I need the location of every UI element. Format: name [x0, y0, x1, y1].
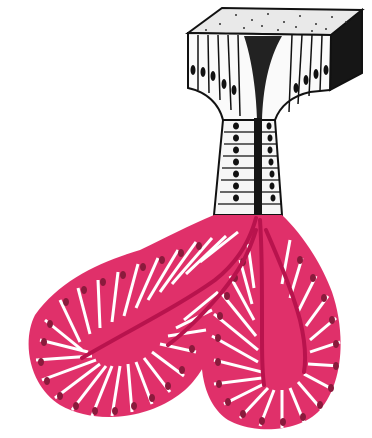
- duct-lumen: [254, 118, 262, 216]
- secretory-portion: [29, 215, 341, 429]
- excretory-duct: [214, 118, 282, 216]
- surface-epithelium-block: [188, 8, 362, 120]
